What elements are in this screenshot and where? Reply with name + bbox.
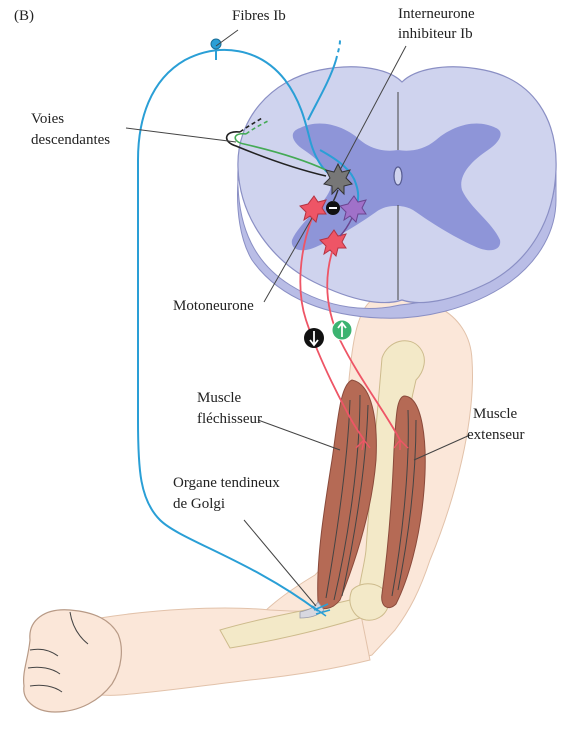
label-interneurone-line2: inhibiteur Ib	[398, 26, 473, 42]
label-voies-line2: descendantes	[31, 132, 110, 148]
central-canal	[394, 167, 402, 185]
spinal-cord	[238, 67, 557, 318]
leader-fibres-ib	[216, 30, 238, 46]
panel-label: (B)	[14, 8, 34, 24]
label-organe-line2: de Golgi	[173, 496, 225, 512]
leader-organe	[244, 520, 316, 606]
label-voies-line1: Voies	[31, 111, 64, 127]
fibre-ib-branch-dashed	[336, 40, 340, 60]
label-flechisseur-line2: fléchisseur	[197, 411, 262, 427]
label-extenseur-line1: Muscle	[473, 406, 518, 422]
label-interneurone-line1: Interneurone	[398, 6, 475, 22]
label-flechisseur-line1: Muscle	[197, 390, 242, 406]
minus-circle-icon	[329, 207, 337, 209]
label-organe-line1: Organe tendineux	[173, 475, 280, 491]
label-fibres-ib: Fibres Ib	[232, 8, 286, 24]
leader-flechisseur	[258, 420, 340, 450]
leader-voies	[126, 128, 236, 142]
arm-illustration	[24, 298, 473, 713]
label-extenseur-line2: extenseur	[467, 427, 524, 443]
fist	[24, 610, 122, 712]
label-motoneurone: Motoneurone	[173, 298, 254, 314]
